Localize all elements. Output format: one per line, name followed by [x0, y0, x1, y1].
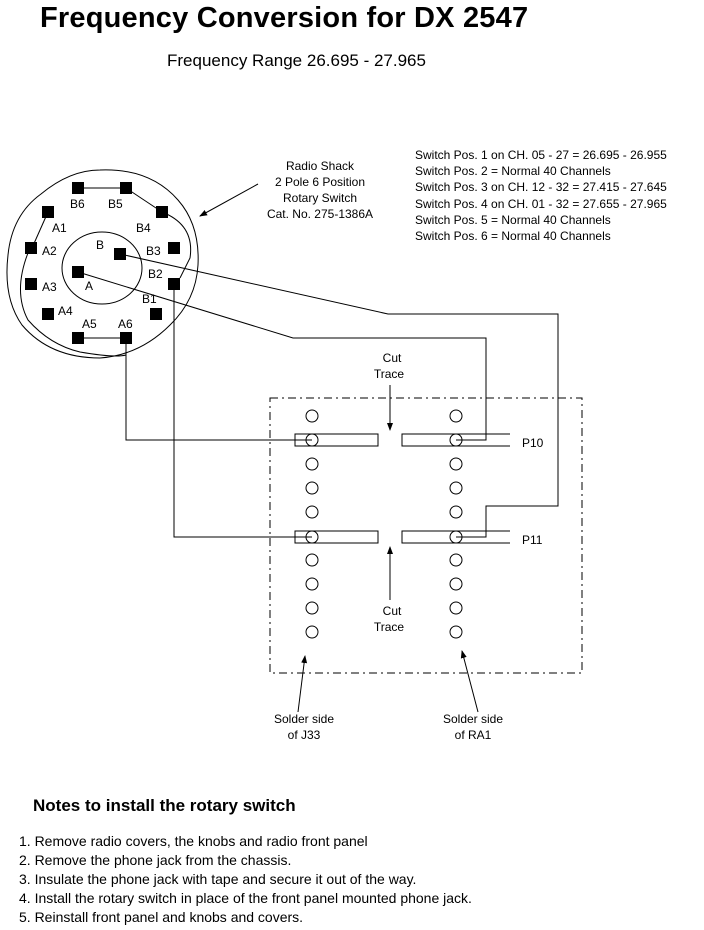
j33-label-line1: Solder side — [274, 712, 334, 726]
ra1-pad — [449, 457, 463, 471]
terminal-b3 — [168, 242, 180, 254]
terminal-a3 — [25, 278, 37, 290]
j33-label-line2: of J33 — [288, 728, 321, 742]
ra1-pad — [449, 553, 463, 567]
j33-pad — [305, 409, 319, 423]
terminal-a4 — [42, 308, 54, 320]
cut-trace-top-line2: Trace — [374, 367, 405, 381]
terminal-b6 — [72, 182, 84, 194]
terminal-a5 — [72, 332, 84, 344]
label-a5: A5 — [82, 317, 97, 331]
ra1-label-line1: Solder side — [443, 712, 503, 726]
label-b-pole: B — [96, 238, 104, 252]
ra1-pad — [449, 601, 463, 615]
terminal-a1 — [42, 206, 54, 218]
j33-pad — [305, 505, 319, 519]
switch-label-line: Radio Shack — [285, 159, 355, 173]
terminal-b1 — [150, 308, 162, 320]
jumper-a2-a6 — [19, 247, 127, 357]
cut-trace-bottom-line2: Trace — [374, 620, 405, 634]
board-outline — [269, 397, 583, 674]
switch-label-line: Rotary Switch — [282, 191, 358, 205]
label-a1: A1 — [52, 221, 67, 235]
note-item: 5. Reinstall front panel and knobs and c… — [19, 909, 304, 925]
wire-a-pole-to-ra1-p10 — [77, 271, 487, 441]
label-a-pole: A — [85, 279, 93, 293]
note-item: 3. Insulate the phone jack with tape and… — [19, 871, 417, 887]
ra1-pad — [449, 577, 463, 591]
j33-pad — [305, 625, 319, 639]
label-b6: B6 — [70, 197, 85, 211]
label-a3: A3 — [42, 280, 57, 294]
ra1-pads — [449, 409, 463, 639]
pad-p11-label: P11 — [522, 533, 543, 547]
ra1-pad — [449, 625, 463, 639]
ra1-callout-arrow — [460, 650, 479, 713]
switch-label-line: 2 Pole 6 Position — [274, 175, 366, 189]
frequency-range-subtitle: Frequency Range 26.695 - 27.965 — [167, 51, 426, 70]
terminal-b4 — [156, 206, 168, 218]
switch-label-line: Cat. No. 275-1386A — [266, 207, 374, 221]
j33-pad — [305, 553, 319, 567]
note-item: 1. Remove radio covers, the knobs and ra… — [19, 833, 368, 849]
pad-p10-label: P10 — [522, 436, 544, 450]
switch-positions-legend: Switch Pos. 1 on CH. 05 - 27 = 26.695 - … — [415, 147, 667, 244]
cut-trace-bottom-line1: Cut — [383, 604, 402, 618]
switch-outer-ring — [6, 169, 199, 359]
note-item: 2. Remove the phone jack from the chassi… — [19, 852, 292, 868]
ra1-pad — [449, 481, 463, 495]
switch-inner-hub — [61, 231, 143, 305]
rotary-switch-description: Radio Shack 2 Pole 6 Position Rotary Swi… — [250, 158, 390, 222]
switch-terminals — [25, 182, 180, 344]
j33-pad — [305, 457, 319, 471]
note-item: 4. Install the rotary switch in place of… — [19, 890, 472, 906]
label-b5: B5 — [108, 197, 123, 211]
ra1-pad — [449, 409, 463, 423]
jumper-b4-b2 — [161, 211, 192, 279]
cut-trace-top-line1: Cut — [383, 351, 402, 365]
label-b3: B3 — [146, 244, 161, 258]
rotary-switch — [6, 169, 199, 359]
j33-pad — [305, 577, 319, 591]
switch-position-item: Switch Pos. 6 = Normal 40 Channels — [415, 229, 611, 244]
label-a4: A4 — [58, 304, 73, 318]
switch-position-item: Switch Pos. 5 = Normal 40 Channels — [415, 212, 611, 227]
j33-callout-arrow — [297, 655, 308, 713]
wire-b-pole-to-ra1-p11 — [119, 253, 559, 538]
label-b4: B4 — [136, 221, 151, 235]
terminal-b5 — [120, 182, 132, 194]
label-b2: B2 — [148, 267, 163, 281]
wire-a6-to-j33-p10 — [125, 338, 312, 441]
j33-pads — [305, 409, 319, 639]
switch-position-item: Switch Pos. 2 = Normal 40 Channels — [415, 164, 611, 179]
terminal-a2 — [25, 242, 37, 254]
switch-position-item: Switch Pos. 4 on CH. 01 - 32 = 27.655 - … — [415, 196, 667, 211]
terminal-labels: B6 B5 B4 A1 A2 B3 B A A3 B2 A4 B1 A5 A6 — [42, 197, 163, 331]
install-notes-list: 1. Remove radio covers, the knobs and ra… — [19, 832, 472, 927]
j33-pad — [305, 601, 319, 615]
label-a6: A6 — [118, 317, 133, 331]
switch-position-item: Switch Pos. 3 on CH. 12 - 32 = 27.415 - … — [415, 180, 667, 195]
switch-callout-arrow — [199, 183, 259, 217]
ra1-pad — [449, 505, 463, 519]
label-a2: A2 — [42, 244, 57, 258]
notes-heading: Notes to install the rotary switch — [33, 796, 296, 815]
j33-pad — [305, 481, 319, 495]
switch-position-item: Switch Pos. 1 on CH. 05 - 27 = 26.695 - … — [415, 148, 667, 162]
ra1-label-line2: of RA1 — [455, 728, 492, 742]
page-title: Frequency Conversion for DX 2547 — [40, 2, 529, 34]
wire-b2-to-j33-p11 — [173, 284, 312, 538]
